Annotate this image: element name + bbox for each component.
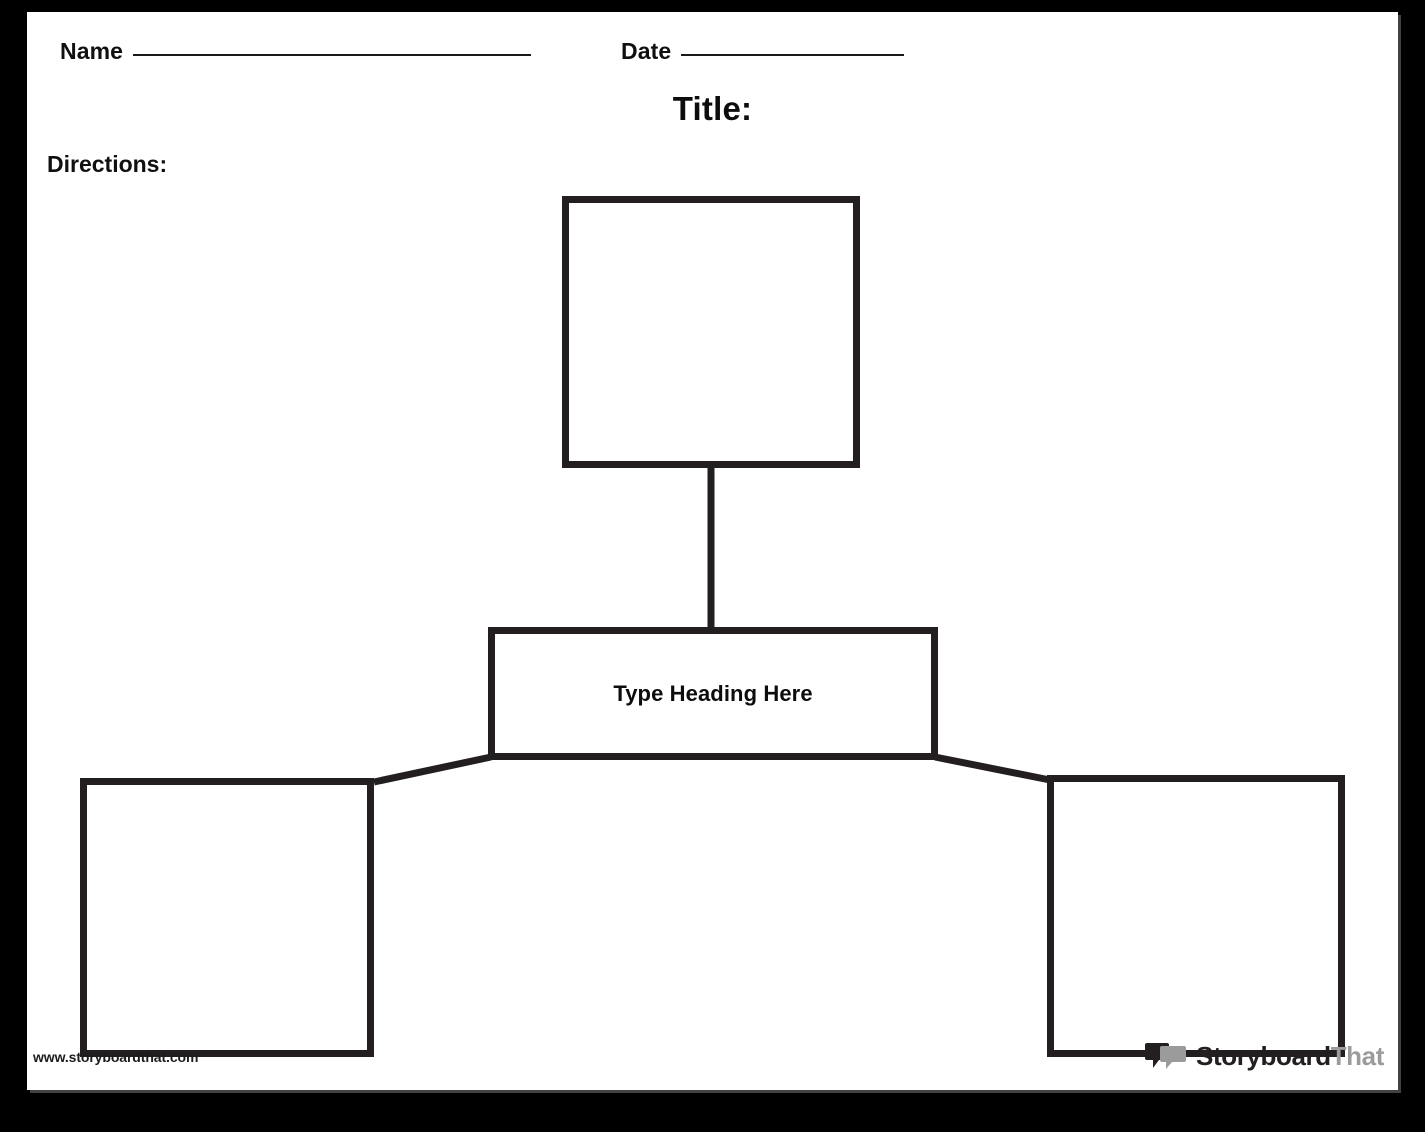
- graphic-organizer-diagram: Type Heading Here: [27, 12, 1398, 1090]
- logo-word-storyboard: Storyboard: [1196, 1041, 1331, 1071]
- name-label: Name: [60, 38, 124, 64]
- date-field[interactable]: Date: [621, 38, 905, 65]
- name-write-line[interactable]: [133, 54, 532, 56]
- node-box-top[interactable]: [562, 196, 860, 468]
- connector-center-to-right: [934, 753, 1051, 784]
- connector-center-to-left: [373, 753, 492, 786]
- node-box-right[interactable]: [1047, 775, 1345, 1057]
- name-field[interactable]: Name: [60, 38, 532, 65]
- logo-wordmark: StoryboardThat: [1196, 1041, 1384, 1072]
- logo-word-that: That: [1330, 1041, 1385, 1071]
- footer-website-url[interactable]: www.storyboardthat.com: [33, 1049, 199, 1065]
- date-label: Date: [621, 38, 672, 64]
- worksheet-page: Name Date Title: Directions: Type: [27, 12, 1398, 1090]
- storyboardthat-logo[interactable]: StoryboardThat: [1145, 1041, 1384, 1072]
- node-box-left[interactable]: [80, 778, 374, 1057]
- node-box-center-label: Type Heading Here: [613, 680, 813, 706]
- node-box-center[interactable]: Type Heading Here: [488, 627, 938, 760]
- directions-label[interactable]: Directions:: [47, 151, 168, 177]
- page-title[interactable]: Title:: [672, 90, 753, 127]
- speech-bubbles-icon: [1145, 1042, 1187, 1069]
- date-write-line[interactable]: [681, 54, 905, 56]
